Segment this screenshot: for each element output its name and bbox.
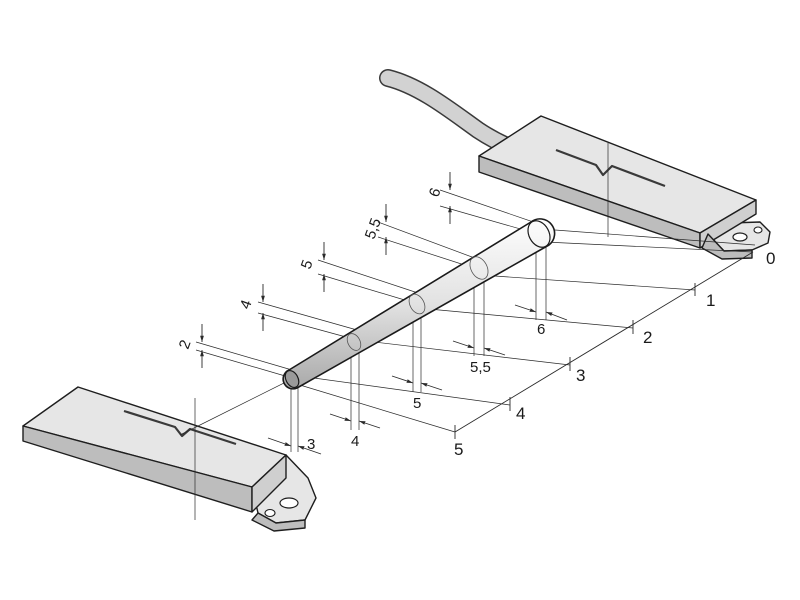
scale-label-4: 4	[516, 404, 525, 423]
tapered-rod	[282, 218, 556, 390]
scale-label-5: 5	[454, 440, 463, 459]
side-dimensions: 3 4 5 5,5 6	[267, 240, 568, 455]
side-dim-label-5-5: 5,5	[470, 359, 491, 376]
top-dim-label-5-5: 5,5	[362, 216, 385, 241]
sensor-unit-rear	[478, 115, 771, 260]
side-dim-label-6: 6	[537, 321, 545, 338]
top-dim-label-2: 2	[176, 338, 195, 352]
front-end-face	[251, 454, 287, 513]
top-dim-label-6: 6	[426, 186, 445, 200]
top-dim-label-4: 4	[237, 298, 256, 312]
side-dim-label-4: 4	[351, 433, 359, 450]
rear-end-face	[699, 199, 757, 249]
front-lug-hole	[279, 497, 299, 509]
scale-label-2: 2	[643, 328, 652, 347]
scale-label-3: 3	[576, 366, 585, 385]
sensor-cable	[379, 69, 521, 157]
front-zigzag-mark	[123, 409, 237, 446]
sensor-unit-front	[22, 386, 317, 532]
side-dim-label-3: 3	[307, 436, 315, 453]
rear-lug-hole	[732, 232, 748, 242]
scale-label-0: 0	[766, 249, 775, 268]
rear-zigzag-mark	[555, 148, 666, 188]
top-dim-label-5: 5	[298, 258, 317, 272]
distance-scale: 0 1 2 3 4 5	[289, 241, 775, 459]
scale-label-1: 1	[706, 291, 715, 310]
side-dim-label-5: 5	[413, 395, 421, 412]
